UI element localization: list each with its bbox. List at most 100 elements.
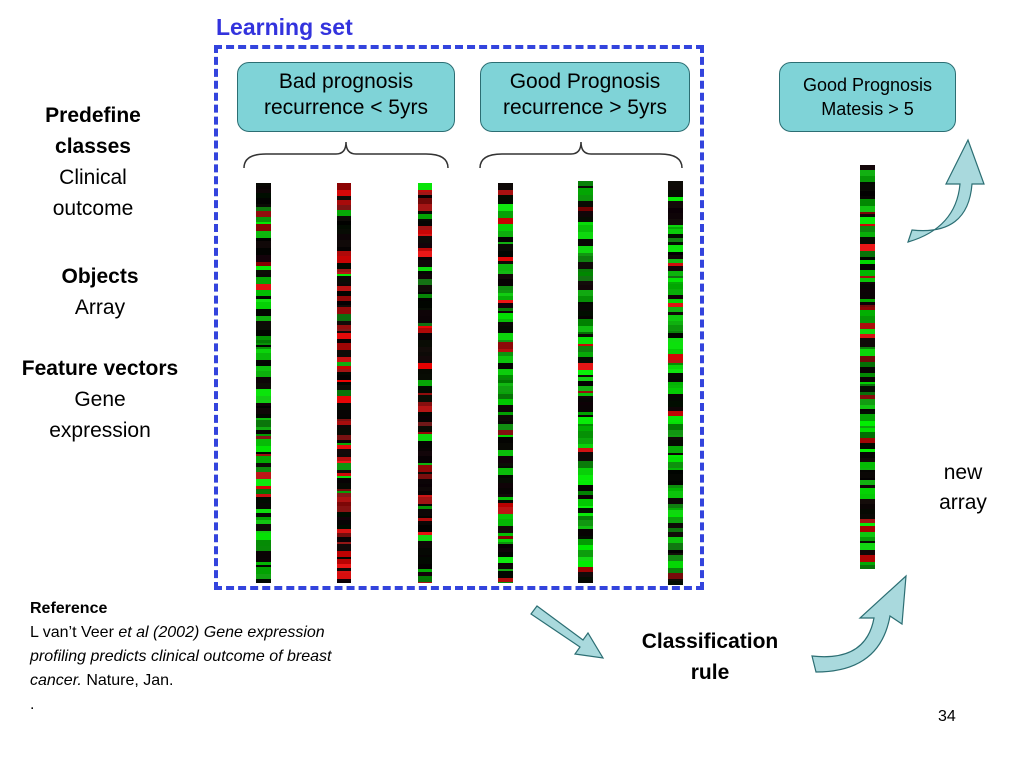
expression-band	[418, 451, 432, 456]
expression-band	[578, 426, 593, 431]
expression-band	[256, 497, 271, 503]
expression-band	[860, 196, 875, 199]
expression-band	[256, 204, 271, 207]
expression-band	[668, 229, 683, 234]
expression-band	[498, 231, 513, 237]
expression-band	[668, 312, 683, 315]
expression-band	[256, 330, 271, 336]
expression-band	[498, 286, 513, 290]
curved-arrow-icon-2	[811, 574, 907, 673]
expression-band	[337, 476, 351, 478]
expression-band	[860, 310, 875, 316]
expression-band	[337, 502, 351, 506]
expression-band	[860, 377, 875, 382]
expression-band	[668, 363, 683, 365]
expression-band	[498, 421, 513, 424]
expression-band	[337, 440, 351, 443]
expression-band	[860, 289, 875, 292]
expression-band	[578, 304, 593, 311]
expression-band	[668, 242, 683, 245]
expression-band	[498, 548, 513, 552]
reference-title-2: profiling predicts clinical outcome of b…	[30, 648, 332, 665]
expression-band	[860, 537, 875, 541]
expression-band	[256, 296, 271, 299]
expression-band	[418, 298, 432, 301]
expression-band	[418, 380, 432, 386]
expression-band	[860, 405, 875, 409]
expression-band	[578, 253, 593, 256]
expression-band	[337, 506, 351, 512]
expression-band	[668, 485, 683, 488]
expression-band	[498, 503, 513, 507]
expression-band	[337, 421, 351, 425]
expression-band	[668, 550, 683, 553]
expression-band	[256, 231, 271, 238]
good-prognosis-label: Good Prognosis	[509, 70, 661, 93]
expression-band	[668, 462, 683, 468]
expression-band	[668, 284, 683, 289]
expression-band	[578, 396, 593, 398]
expression-band	[418, 214, 432, 219]
expression-band	[668, 394, 683, 397]
expression-band	[337, 196, 351, 200]
expression-band	[498, 300, 513, 303]
expression-band	[337, 517, 351, 520]
expression-band	[337, 362, 351, 366]
expression-band	[668, 504, 683, 508]
expression-band	[256, 321, 271, 324]
expression-band	[418, 412, 432, 416]
expression-band	[668, 561, 683, 568]
expression-band	[256, 340, 271, 343]
expression-band	[578, 508, 593, 513]
expression-band	[578, 577, 593, 580]
expression-band	[578, 377, 593, 381]
expression-band	[578, 402, 593, 405]
expression-band	[578, 572, 593, 577]
expression-band	[578, 580, 593, 583]
expression-band	[498, 190, 513, 195]
expression-band	[337, 301, 351, 305]
expression-band	[498, 494, 513, 497]
expression-band	[668, 437, 683, 440]
expression-band	[498, 369, 513, 375]
expression-band	[860, 199, 875, 206]
expression-band	[256, 389, 271, 396]
expression-band	[418, 267, 432, 271]
expression-band	[578, 186, 593, 188]
expression-band	[860, 452, 875, 458]
expression-band	[578, 424, 593, 426]
expression-band	[668, 470, 683, 474]
expression-band	[418, 369, 432, 374]
expression-band	[256, 414, 271, 418]
expression-band	[668, 201, 683, 208]
expression-band	[498, 386, 513, 392]
expression-band	[498, 342, 513, 349]
expression-band	[256, 418, 271, 420]
expression-band	[578, 213, 593, 217]
expression-band	[668, 208, 683, 213]
expression-band	[860, 382, 875, 384]
expression-band	[668, 186, 683, 190]
expression-band	[578, 415, 593, 417]
expression-band	[337, 366, 351, 369]
expression-band	[860, 470, 875, 472]
expression-band	[337, 403, 351, 410]
expression-band	[337, 542, 351, 544]
expression-band	[498, 296, 513, 300]
expression-band	[578, 352, 593, 357]
expression-band	[337, 385, 351, 390]
reference-author: L van’t Veer	[30, 624, 119, 641]
expression-band	[498, 242, 513, 244]
expression-band	[418, 564, 432, 569]
expression-band	[256, 302, 271, 309]
expression-band	[337, 497, 351, 502]
expression-band	[418, 463, 432, 465]
expression-band	[418, 192, 432, 195]
expression-band	[337, 419, 351, 421]
expression-band	[337, 537, 351, 539]
expression-band	[668, 553, 683, 555]
classification-rule-label: Classification rule	[620, 626, 800, 688]
curved-arrow-icon	[907, 138, 985, 243]
expression-band	[860, 392, 875, 395]
expression-band	[256, 434, 271, 436]
